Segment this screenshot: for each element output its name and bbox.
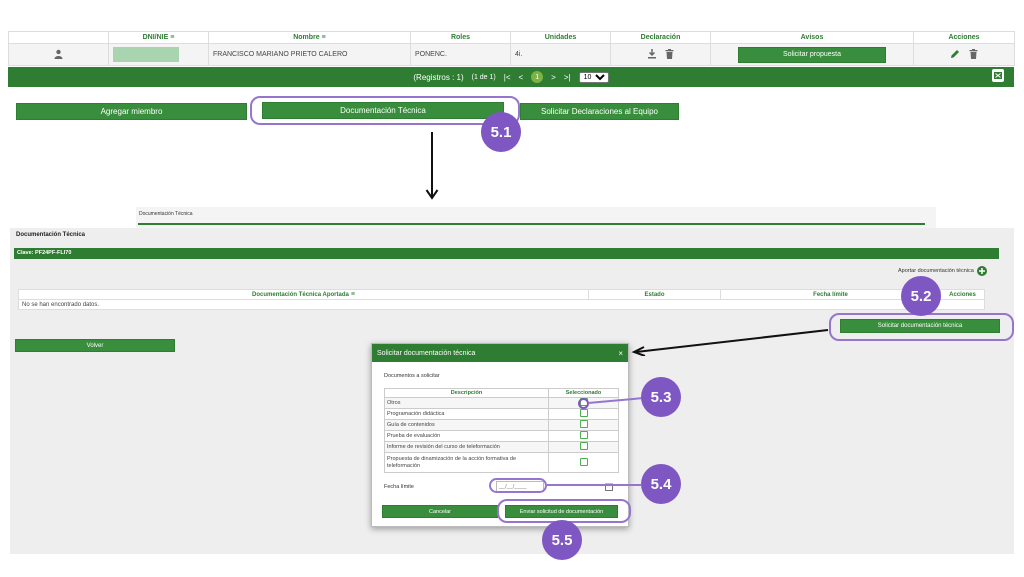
page-of-count: (1 de 1) <box>471 73 496 81</box>
fecha-label: Fecha límite <box>384 484 414 490</box>
modal-title: Solicitar documentación técnica <box>377 349 476 357</box>
doc-checkbox[interactable] <box>579 431 588 439</box>
col-header-descripcion: Descripción <box>384 388 549 398</box>
page-number-button[interactable]: 1 <box>531 71 544 83</box>
request-doc-modal: Solicitar documentación técnica × Docume… <box>371 343 629 527</box>
members-table: DNI/NIE≡ Nombre≡ Roles Unidades Declarac… <box>8 31 1015 66</box>
doc-checkbox[interactable] <box>579 409 588 417</box>
sort-icon[interactable]: ≡ <box>350 291 355 298</box>
callout-highlight <box>829 313 1014 341</box>
col-header-unidades: Unidades <box>510 31 611 44</box>
sort-icon[interactable]: ≡ <box>170 34 175 41</box>
first-page-icon[interactable]: |< <box>503 72 511 82</box>
col-header-nombre[interactable]: Nombre≡ <box>208 31 411 44</box>
table-row: No se han encontrado datos. <box>18 299 985 310</box>
dni-redacted <box>113 47 179 62</box>
clave-bar: Clave: PF24PF-FLI70 <box>14 248 999 259</box>
request-declarations-button[interactable]: Solicitar Declaraciones al Equipo <box>520 103 679 120</box>
col-header-acciones: Acciones <box>940 289 985 300</box>
member-units: 4i. <box>510 43 611 66</box>
callout-connector <box>547 484 641 486</box>
modal-subtitle: Documentos a solicitar <box>384 373 440 379</box>
tech-doc-button[interactable]: Documentación Técnica <box>262 102 504 119</box>
add-member-button[interactable]: Agregar miembro <box>16 103 247 120</box>
documents-table: Descripción Seleccionado Otros Programac… <box>384 388 619 473</box>
trash-icon[interactable] <box>665 48 674 59</box>
section-title: Documentación Técnica <box>16 232 86 238</box>
callout-dot <box>578 398 589 409</box>
col-header-estado: Estado <box>588 289 721 300</box>
col-header-dni[interactable]: DNI/NIE≡ <box>108 31 209 44</box>
download-icon[interactable] <box>647 48 657 59</box>
send-request-button[interactable]: Enviar solicitud de documentación <box>505 505 618 518</box>
callout-badge: 5.1 <box>481 112 521 152</box>
tab-underline <box>138 223 925 225</box>
doc-checkbox[interactable] <box>579 442 588 450</box>
col-header-declaracion: Declaración <box>610 31 711 44</box>
col-header-acciones: Acciones <box>913 31 1015 44</box>
close-icon[interactable]: × <box>618 348 623 358</box>
table-row: Programación didáctica <box>384 408 619 420</box>
next-page-icon[interactable]: > <box>551 72 556 82</box>
excel-export-icon[interactable] <box>992 69 1004 82</box>
request-tech-doc-button[interactable]: Solicitar documentación técnica <box>840 319 1000 333</box>
tab-tech-doc[interactable]: Documentación Técnica <box>139 211 193 217</box>
callout-connector <box>588 397 644 404</box>
prev-page-icon[interactable]: < <box>518 72 524 82</box>
sort-icon[interactable]: ≡ <box>321 34 326 41</box>
add-doc-link[interactable]: Aportar documentación técnica <box>898 266 987 276</box>
callout-badge: 5.5 <box>542 520 582 560</box>
pencil-icon[interactable] <box>950 49 960 59</box>
col-header-icon <box>8 31 109 44</box>
cancel-button[interactable]: Cancelar <box>382 505 498 518</box>
member-role: PONENC. <box>410 43 511 66</box>
page-size-select[interactable]: 10 <box>578 71 609 83</box>
clave-label: Clave: PF24PF-FLI70 <box>17 250 72 256</box>
user-icon <box>54 49 63 59</box>
callout-highlight <box>489 478 547 493</box>
table-row: Prueba de evaluación <box>384 430 619 442</box>
table-row: Informe de revisión del curso de telefor… <box>384 441 619 453</box>
callout-badge: 5.2 <box>901 276 941 316</box>
callout-highlight <box>250 96 520 125</box>
col-header-doc[interactable]: Documentación Técnica Aportada≡ <box>18 289 589 300</box>
table-row: Guía de contenidos <box>384 419 619 431</box>
member-name: FRANCISCO MARIANO PRIETO CALERO <box>208 43 411 66</box>
table-row: Propuesta de dinamización de la acción f… <box>384 452 619 473</box>
records-count: (Registros : 1) <box>413 72 464 82</box>
callout-badge: 5.4 <box>641 464 681 504</box>
last-page-icon[interactable]: >| <box>563 72 571 82</box>
plus-circle-icon[interactable] <box>976 266 987 276</box>
back-button[interactable]: Volver <box>15 339 175 352</box>
doc-checkbox[interactable] <box>579 420 588 428</box>
modal-header: Solicitar documentación técnica × <box>372 344 628 362</box>
table-row: FRANCISCO MARIANO PRIETO CALERO PONENC. … <box>8 43 1015 66</box>
col-header-roles: Roles <box>410 31 511 44</box>
pagination-bar: (Registros : 1) (1 de 1) |< < 1 > >| 10 <box>8 67 1014 87</box>
arrow-down-icon <box>425 132 439 200</box>
trash-icon[interactable] <box>969 48 978 59</box>
col-header-avisos: Avisos <box>710 31 914 44</box>
request-proposal-button[interactable]: Solicitar propuesta <box>738 46 886 63</box>
tech-doc-table: Documentación Técnica Aportada≡ Estado F… <box>18 289 985 310</box>
callout-badge: 5.3 <box>641 377 681 417</box>
empty-message: No se han encontrado datos. <box>18 299 985 310</box>
arrow-left-icon <box>631 329 829 356</box>
doc-checkbox[interactable] <box>579 457 588 466</box>
tab-bar: Documentación Técnica <box>136 207 936 229</box>
